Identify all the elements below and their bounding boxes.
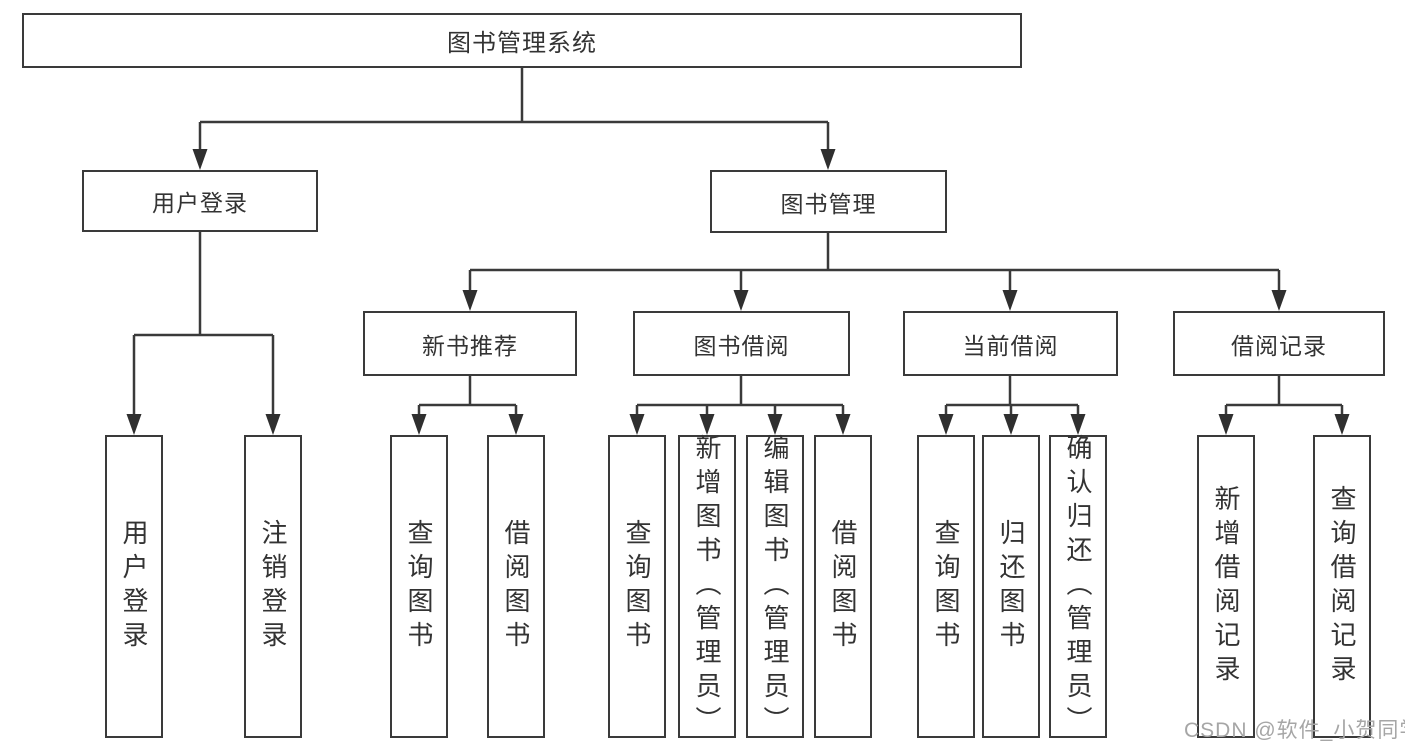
leaf-edit-book-admin-label: 编辑图书（管理员） [760,433,790,740]
leaf-user-login-label: 用户登录 [119,518,149,655]
leaf-user-login: 用户登录 [105,435,163,738]
leaf-add-book-admin: 新增图书（管理员） [678,433,736,740]
leaf-query-book-borrow-label: 查询图书 [622,518,652,655]
leaf-confirm-return-admin: 确认归还（管理员） [1049,433,1107,740]
leaf-query-book-current-label: 查询图书 [931,518,961,655]
leaf-borrow-book: 借阅图书 [814,435,872,738]
node-user-login: 用户登录 [82,170,318,232]
leaf-query-book-borrow: 查询图书 [608,435,666,738]
leaf-query-book-current: 查询图书 [917,435,975,738]
leaf-borrow-book-recommend-label: 借阅图书 [501,518,531,655]
leaf-query-borrow-record-label: 查询借阅记录 [1327,484,1357,689]
leaf-edit-book-admin: 编辑图书（管理员） [746,433,804,740]
csdn-watermark: CSDN @软件_小贺同学 [1184,719,1405,742]
leaf-confirm-return-admin-label: 确认归还（管理员） [1063,433,1093,740]
leaf-return-book: 归还图书 [982,435,1040,738]
node-library-management-system: 图书管理系统 [22,13,1022,68]
leaf-logout-label: 注销登录 [258,518,288,655]
leaf-add-borrow-record: 新增借阅记录 [1197,435,1255,738]
leaf-query-book-recommend-label: 查询图书 [404,518,434,655]
node-book-management: 图书管理 [710,170,947,233]
leaf-add-book-admin-label: 新增图书（管理员） [692,433,722,740]
leaf-borrow-book-label: 借阅图书 [828,518,858,655]
node-book-borrow: 图书借阅 [633,311,850,376]
node-borrow-records: 借阅记录 [1173,311,1385,376]
leaf-query-borrow-record: 查询借阅记录 [1313,435,1371,738]
leaf-query-book-recommend: 查询图书 [390,435,448,738]
leaf-add-borrow-record-label: 新增借阅记录 [1211,484,1241,689]
node-new-book-recommend: 新书推荐 [363,311,577,376]
node-current-borrow: 当前借阅 [903,311,1118,376]
leaf-logout: 注销登录 [244,435,302,738]
leaf-return-book-label: 归还图书 [996,518,1026,655]
leaf-borrow-book-recommend: 借阅图书 [487,435,545,738]
